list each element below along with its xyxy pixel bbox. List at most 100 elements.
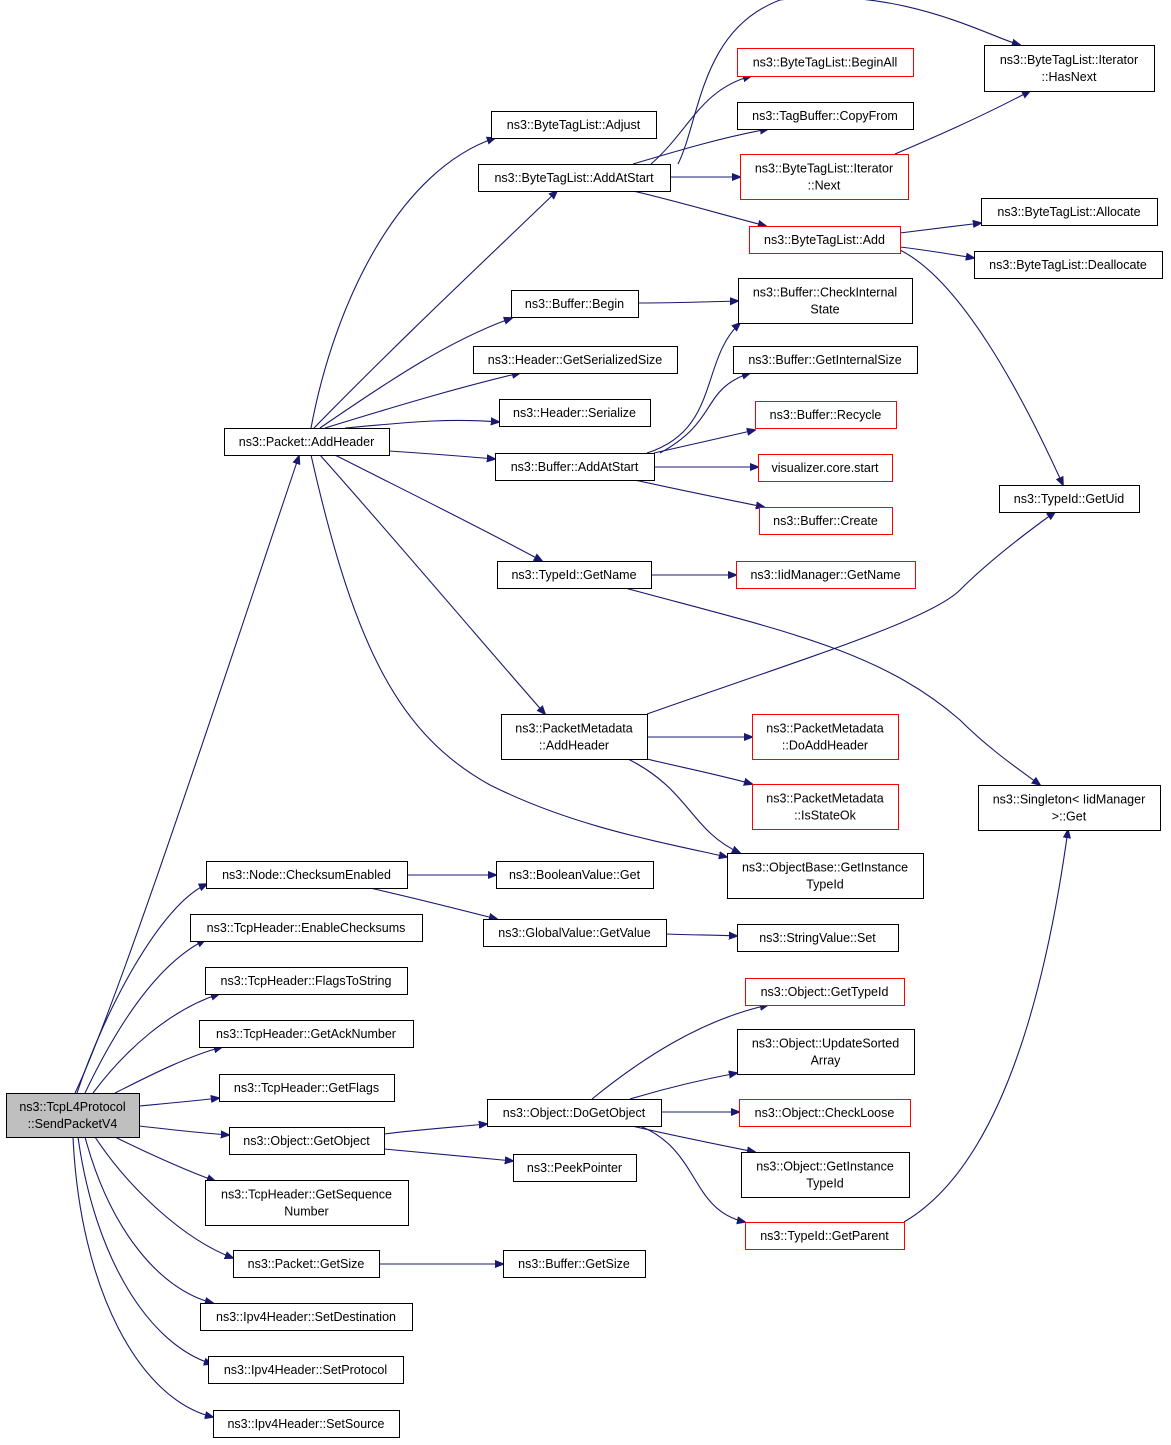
graph-node-pmd-isstateok[interactable]: ns3::PacketMetadata::IsStateOk	[752, 784, 899, 830]
graph-node-ipv4hdr-setprotocol[interactable]: ns3::Ipv4Header::SetProtocol	[208, 1356, 404, 1384]
call-edge-pmd_addheader-to-typeid_getuid	[646, 512, 1055, 715]
node-label: ns3::Node::ChecksumEnabled	[222, 868, 391, 882]
node-box	[205, 1180, 409, 1226]
node-box	[758, 454, 893, 482]
graph-node-peekpointer[interactable]: ns3::PeekPointer	[513, 1154, 637, 1182]
graph-node-obj-dogetobject[interactable]: ns3::Object::DoGetObject	[487, 1099, 662, 1127]
call-edge-root-to-tcphdr_getflags	[138, 1098, 219, 1107]
graph-node-btl-add[interactable]: ns3::ByteTagList::Add	[749, 226, 901, 254]
node-label: ns3::Ipv4Header::SetSource	[227, 1417, 384, 1431]
node-box	[497, 561, 652, 589]
call-edge-pmd_addheader-to-pmd_isstateok	[646, 758, 752, 784]
node-label: ns3::Singleton< IidManager	[993, 793, 1146, 807]
call-edge-btl_add-to-btl_allocate	[899, 223, 981, 234]
node-label: ns3::TypeId::GetUid	[1014, 492, 1125, 506]
graph-node-tcphdr-flagstostring[interactable]: ns3::TcpHeader::FlagsToString	[205, 967, 408, 995]
call-edge-root-to-ipv4hdr_setsource	[72, 1136, 213, 1417]
call-edge-buf_addatstart-to-buf_getinternalsize	[659, 373, 750, 454]
node-label: ns3::TcpHeader::EnableChecksums	[207, 921, 406, 935]
graph-node-btl-it-next[interactable]: ns3::ByteTagList::Iterator::Next	[740, 154, 909, 200]
graph-node-buf-recycle[interactable]: ns3::Buffer::Recycle	[755, 401, 897, 429]
graph-node-buf-getsize[interactable]: ns3::Buffer::GetSize	[503, 1250, 646, 1278]
call-edge-obj_getobject-to-peekpointer	[383, 1148, 513, 1161]
graph-node-iidmgr-getname[interactable]: ns3::IidManager::GetName	[736, 561, 916, 589]
graph-node-tcphdr-enablechecksums[interactable]: ns3::TcpHeader::EnableChecksums	[190, 914, 423, 942]
graph-node-btl-allocate[interactable]: ns3::ByteTagList::Allocate	[981, 198, 1158, 226]
node-label: visualizer.core.start	[772, 461, 880, 475]
node-box	[233, 1250, 380, 1278]
graph-node-btl-it-hasnext[interactable]: ns3::ByteTagList::Iterator::HasNext	[984, 45, 1155, 92]
call-edge-pkt_addheader-to-btl_adjust	[310, 138, 495, 429]
graph-node-singleton-get[interactable]: ns3::Singleton< IidManager>::Get	[978, 785, 1161, 831]
call-edge-root-to-tcphdr_enablechecksums	[84, 940, 205, 1094]
graph-node-obj-gettypeid[interactable]: ns3::Object::GetTypeId	[745, 978, 905, 1006]
graph-node-hdr-getserializedsize[interactable]: ns3::Header::GetSerializedSize	[473, 346, 678, 374]
node-box	[487, 1099, 662, 1127]
graph-node-globalval-getvalue[interactable]: ns3::GlobalValue::GetValue	[483, 919, 667, 947]
graph-node-obj-getobject[interactable]: ns3::Object::GetObject	[229, 1127, 385, 1155]
graph-node-hdr-serialize[interactable]: ns3::Header::Serialize	[499, 399, 651, 427]
node-label: ns3::Buffer::Begin	[525, 297, 624, 311]
node-label: ns3::ByteTagList::BeginAll	[753, 56, 898, 70]
node-label: Array	[811, 1054, 842, 1068]
graph-node-tcphdr-getflags[interactable]: ns3::TcpHeader::GetFlags	[219, 1074, 395, 1102]
graph-node-buf-addatstart[interactable]: ns3::Buffer::AddAtStart	[495, 453, 655, 481]
node-label: ns3::ByteTagList::Adjust	[507, 118, 641, 132]
call-edge-btl_add-to-typeid_getuid	[899, 249, 1063, 485]
node-label: ::Next	[808, 179, 841, 193]
graph-node-pmd-addheader[interactable]: ns3::PacketMetadata::AddHeader	[501, 714, 648, 760]
graph-node-tcphdr-getacknumber[interactable]: ns3::TcpHeader::GetAckNumber	[199, 1020, 414, 1048]
call-edge-root-to-pkt_getsize	[94, 1136, 233, 1258]
node-box	[511, 290, 639, 318]
graph-node-buf-getinternalsize[interactable]: ns3::Buffer::GetInternalSize	[733, 346, 918, 374]
graph-node-btl-beginall[interactable]: ns3::ByteTagList::BeginAll	[737, 48, 914, 77]
node-label: ns3::Object::GetTypeId	[761, 985, 889, 999]
node-box	[503, 1250, 646, 1278]
node-box	[737, 1029, 915, 1075]
graph-node-buf-begin[interactable]: ns3::Buffer::Begin	[511, 290, 639, 318]
graph-node-typeid-getparent[interactable]: ns3::TypeId::GetParent	[745, 1222, 905, 1250]
graph-node-btl-deallocate[interactable]: ns3::ByteTagList::Deallocate	[974, 251, 1163, 279]
call-edge-globalval_getvalue-to-strval_set	[665, 934, 737, 936]
graph-node-pkt-addheader[interactable]: ns3::Packet::AddHeader	[224, 428, 390, 456]
graph-node-typeid-getuid[interactable]: ns3::TypeId::GetUid	[999, 485, 1140, 513]
graph-node-ipv4hdr-setdestination[interactable]: ns3::Ipv4Header::SetDestination	[200, 1303, 413, 1331]
call-edge-buf_addatstart-to-buf_create	[634, 479, 764, 507]
node-box	[739, 1099, 911, 1127]
node-label: ns3::GlobalValue::GetValue	[498, 926, 650, 940]
node-box	[740, 154, 909, 200]
graph-node-obj-checkloose[interactable]: ns3::Object::CheckLoose	[739, 1099, 911, 1127]
node-box	[501, 714, 648, 760]
graph-node-node-checksumenabled[interactable]: ns3::Node::ChecksumEnabled	[206, 861, 408, 889]
graph-node-buf-create[interactable]: ns3::Buffer::Create	[759, 507, 893, 535]
call-edge-buf_begin-to-buf_checkinternal	[637, 301, 738, 303]
node-box	[737, 48, 914, 77]
node-box	[752, 714, 899, 760]
node-label: State	[810, 303, 839, 317]
graph-node-boolval-get[interactable]: ns3::BooleanValue::Get	[496, 861, 654, 889]
node-label: TypeId	[806, 1177, 844, 1191]
node-box	[745, 1222, 905, 1250]
graph-node-btl-adjust[interactable]: ns3::ByteTagList::Adjust	[491, 111, 657, 139]
graph-node-tagbuf-copyfrom[interactable]: ns3::TagBuffer::CopyFrom	[737, 102, 914, 130]
graph-node-typeid-getname[interactable]: ns3::TypeId::GetName	[497, 561, 652, 589]
node-box	[496, 861, 654, 889]
call-edge-pkt_addheader-to-pmd_addheader	[319, 454, 545, 714]
graph-node-pmd-doaddheader[interactable]: ns3::PacketMetadata::DoAddHeader	[752, 714, 899, 760]
graph-node-viz-start[interactable]: visualizer.core.start	[758, 454, 893, 482]
graph-node-ipv4hdr-setsource[interactable]: ns3::Ipv4Header::SetSource	[213, 1410, 400, 1438]
graph-node-strval-set[interactable]: ns3::StringValue::Set	[737, 924, 899, 952]
node-box	[727, 853, 924, 899]
node-label: ns3::Buffer::Create	[773, 514, 878, 528]
node-label: ns3::Object::UpdateSorted	[752, 1037, 899, 1051]
graph-node-pkt-getsize[interactable]: ns3::Packet::GetSize	[233, 1250, 380, 1278]
call-edge-obj_getobject-to-obj_dogetobject	[383, 1124, 487, 1135]
graph-node-btl-addatstart[interactable]: ns3::ByteTagList::AddAtStart	[478, 164, 671, 192]
call-edge-pkt_addheader-to-objbase_getinstancetypeid	[310, 454, 727, 857]
node-box	[974, 251, 1163, 279]
